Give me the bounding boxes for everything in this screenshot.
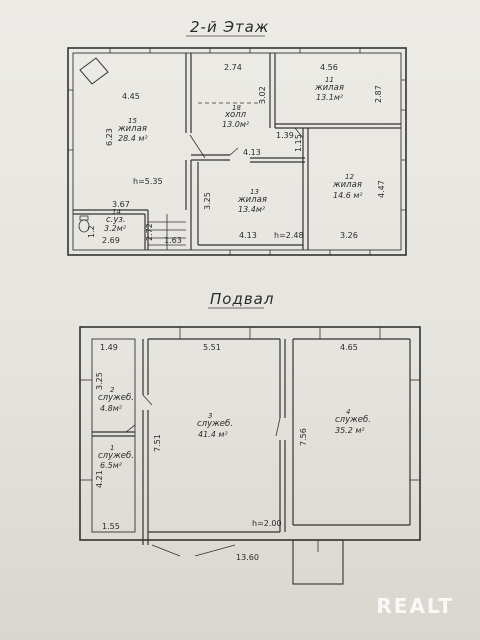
dimension-label: 4.47 xyxy=(377,180,386,198)
dimension-label: h=5.35 xyxy=(133,177,163,186)
dimension-label: 3.26 xyxy=(340,231,358,240)
dimension-label: 1.55 xyxy=(102,522,120,531)
floor2-dimensions: 4.45 6.23 h=5.35 2.74 3.02 4.56 2.87 1.3… xyxy=(87,63,386,245)
room-number: 12 xyxy=(345,173,354,181)
room-area: 41.4 м² xyxy=(198,430,228,439)
room-name: с.уз. xyxy=(106,215,126,225)
basement-room-labels: 2 служеб. 4.8м² 1 служеб. 6.5м² 3 служеб… xyxy=(98,386,371,470)
room-name: служеб. xyxy=(98,393,134,403)
dimension-label: 4.21 xyxy=(95,470,104,488)
dimension-label: 7.51 xyxy=(153,434,162,452)
dimension-label: 1.63 xyxy=(164,236,182,245)
room-area: 13.0м² xyxy=(222,120,250,129)
dimension-label: 3.25 xyxy=(203,192,212,210)
dimension-label: 2.87 xyxy=(374,85,383,103)
dimension-label: 1.39 xyxy=(276,131,294,140)
room-area: 13.4м² xyxy=(238,205,266,214)
dimension-label: 1.2 xyxy=(87,225,96,238)
dimension-label: 2.74 xyxy=(224,63,242,72)
room-name: служеб. xyxy=(197,419,233,429)
room-number: 3 xyxy=(208,412,212,420)
room-area: 28.4 м² xyxy=(118,134,148,143)
dimension-label: 3.02 xyxy=(258,86,267,104)
dimension-label: 4.13 xyxy=(243,148,261,157)
dimension-label: 4.65 xyxy=(340,343,358,352)
room-area: 35.2 м² xyxy=(335,426,365,435)
room-number: 15 xyxy=(128,117,137,125)
room-name: жилая xyxy=(237,195,267,205)
room-name: жилая xyxy=(314,83,344,93)
dimension-label: 1.15 xyxy=(294,134,303,152)
dimension-label: 2.69 xyxy=(102,236,120,245)
basement-title: Подвал xyxy=(210,290,274,308)
room-area: 14.6 м² xyxy=(333,191,363,200)
room-number: 4 xyxy=(346,408,350,416)
room-area: 4.8м² xyxy=(100,404,123,413)
room-name: холл xyxy=(224,110,247,120)
basement-dimensions: 1.49 5.51 4.65 3.25 7.51 7.56 4.21 1.55 … xyxy=(95,343,358,562)
room-name: жилая xyxy=(332,180,362,190)
basement-plan xyxy=(79,326,421,585)
room-number: 11 xyxy=(325,76,334,84)
room-name: жилая xyxy=(117,124,147,134)
floor2-title: 2-й Этаж xyxy=(190,18,269,36)
room-name: служеб. xyxy=(335,415,371,425)
dimension-label: 3.67 xyxy=(112,200,130,209)
dimension-label: 2.72 xyxy=(145,223,154,241)
dimension-label: 6.23 xyxy=(105,128,114,146)
dimension-label: 4.56 xyxy=(320,63,338,72)
room-number: 14 xyxy=(112,208,121,216)
dimension-label: h=2.00 xyxy=(252,519,282,528)
room-number: 13 xyxy=(250,188,259,196)
room-number: 1 xyxy=(110,444,114,452)
room-area: 6.5м² xyxy=(100,461,123,470)
dimension-label: 5.51 xyxy=(203,343,221,352)
dimension-label: h=2.48 xyxy=(274,231,304,240)
dimension-label: 7.56 xyxy=(299,428,308,446)
room-area: 3.2м² xyxy=(104,224,127,233)
dimension-label: 4.45 xyxy=(122,92,140,101)
room-number: 2 xyxy=(110,386,115,394)
floor2-plan xyxy=(67,47,407,256)
room-name: служеб. xyxy=(98,451,134,461)
dimension-label: 4.13 xyxy=(239,231,257,240)
dimension-label: 3.25 xyxy=(95,372,104,390)
dimension-label: 1.49 xyxy=(100,343,118,352)
room-number: 18 xyxy=(232,104,241,112)
floor2-room-labels: 15 жилая 28.4 м² 18 холл 13.0м² 11 жилая… xyxy=(104,76,363,233)
realt-watermark-logo: REALT xyxy=(376,594,454,618)
room-area: 13.1м² xyxy=(316,93,344,102)
dimension-label: 13.60 xyxy=(236,553,259,562)
